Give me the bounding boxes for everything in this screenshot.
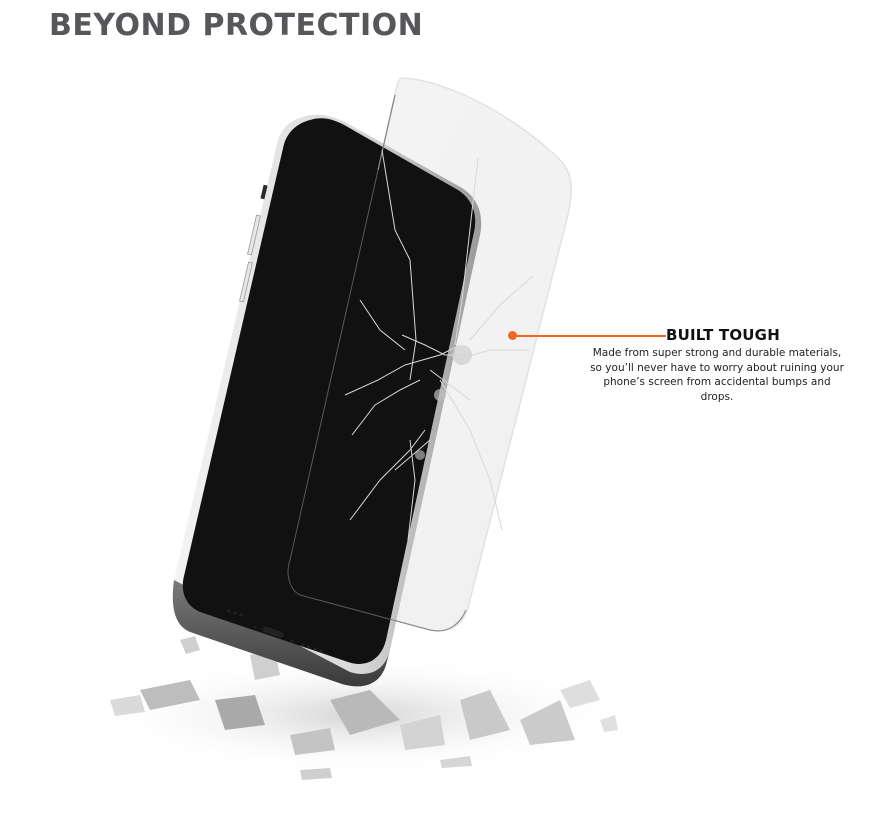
page-title: BEYOND PROTECTION bbox=[49, 8, 424, 43]
volume-up-button bbox=[247, 214, 261, 256]
impact-point bbox=[415, 345, 472, 460]
silent-switch bbox=[260, 184, 268, 200]
callout-leader-line bbox=[514, 335, 666, 337]
volume-down-button bbox=[239, 261, 253, 303]
callout-description: Made from super strong and durable mater… bbox=[590, 347, 844, 403]
charging-port-and-speakers bbox=[227, 609, 323, 653]
debris-fragments bbox=[90, 636, 630, 780]
built-tough-callout: BUILT TOUGH Made from super strong and d… bbox=[508, 326, 858, 416]
callout-title: BUILT TOUGH bbox=[666, 326, 780, 344]
callout-dot-icon bbox=[508, 331, 517, 340]
crack-pattern bbox=[344, 149, 534, 541]
